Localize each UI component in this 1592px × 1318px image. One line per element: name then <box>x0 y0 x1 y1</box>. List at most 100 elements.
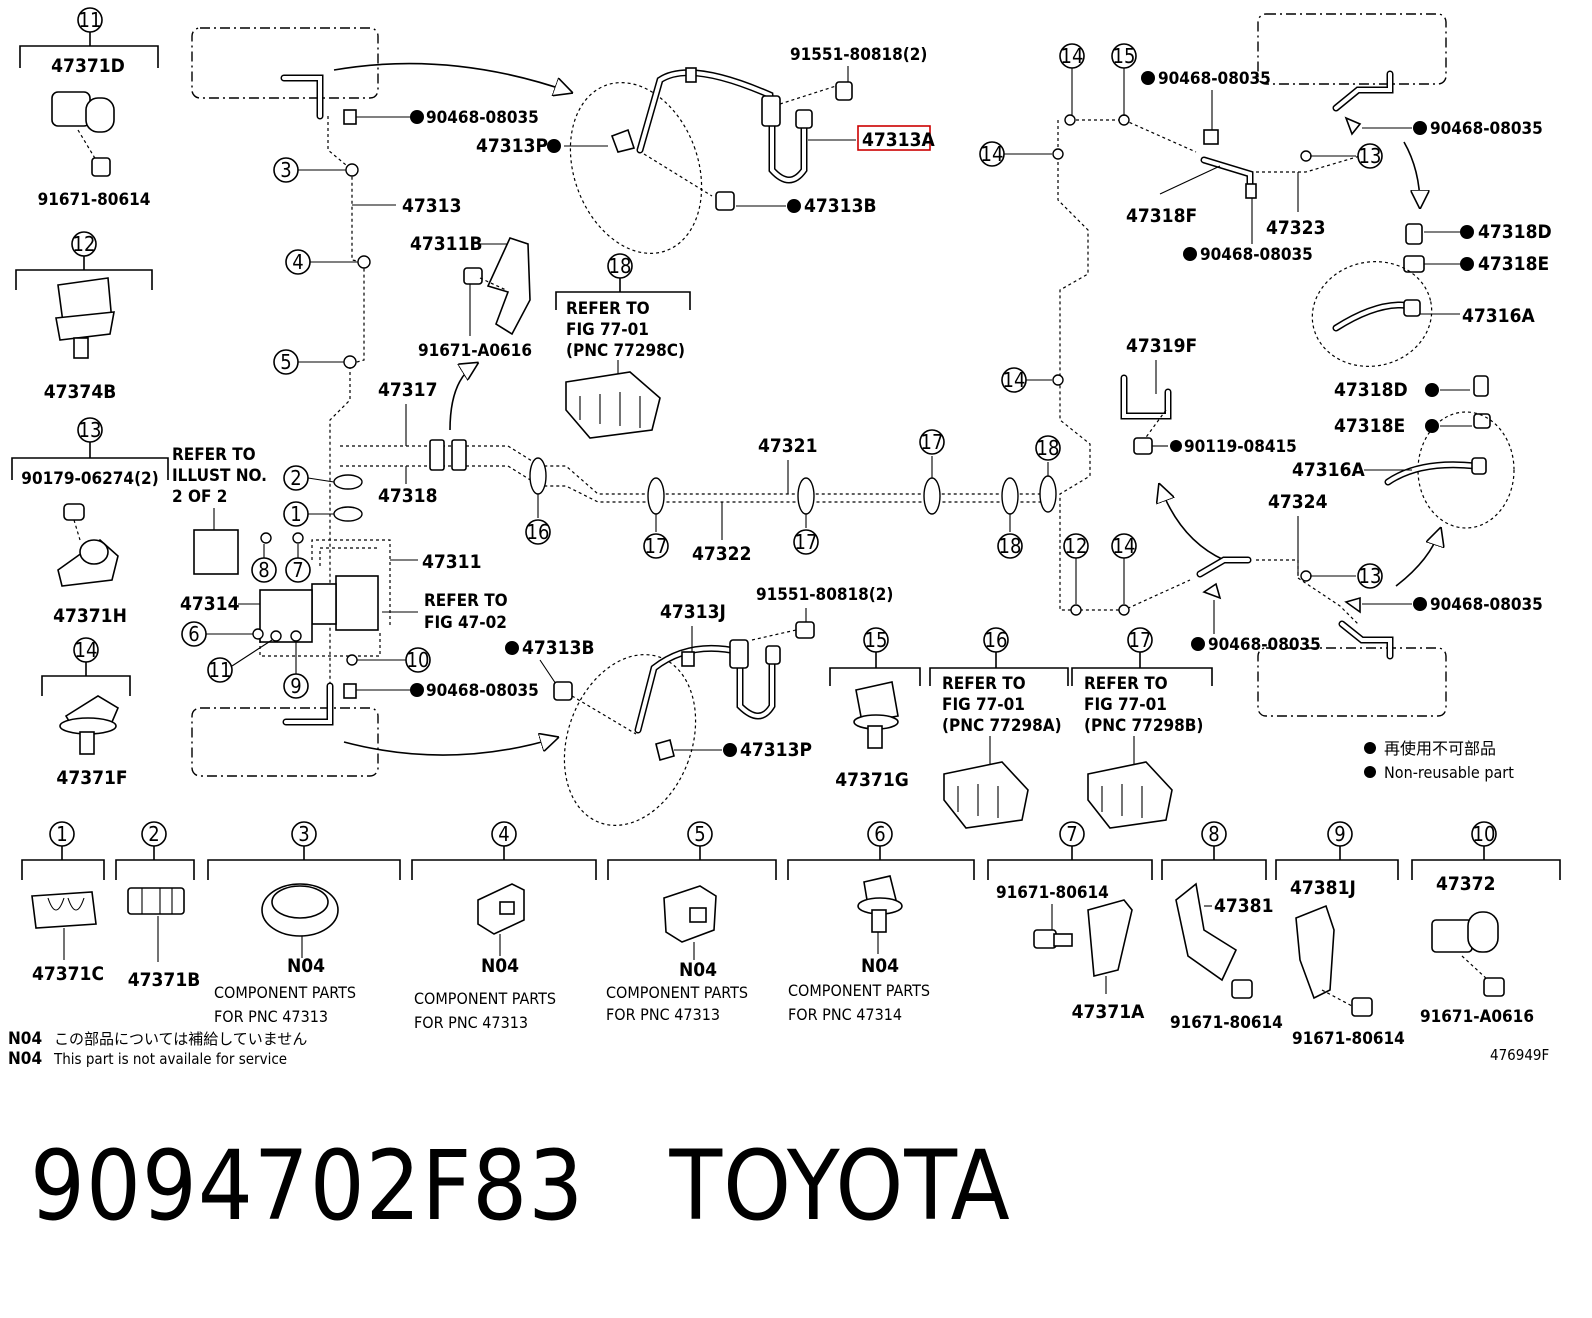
legend: 再使用不可部品 Non-reusable part <box>1364 739 1514 782</box>
part-47322: 47322 <box>692 543 751 565</box>
part-47374B: 47374B <box>44 381 117 403</box>
svg-text:17: 17 <box>645 534 668 558</box>
svg-text:9: 9 <box>290 674 301 698</box>
svg-text:17: 17 <box>921 430 944 454</box>
svg-text:18: 18 <box>999 534 1022 558</box>
svg-text:REFER TO: REFER TO <box>172 445 256 465</box>
svg-text:16: 16 <box>985 628 1008 652</box>
svg-text:FOR PNC 47314: FOR PNC 47314 <box>788 1005 902 1024</box>
group-14: 14 47371F <box>41 637 131 789</box>
part-47372: 47372 <box>1436 873 1495 895</box>
svg-text:8: 8 <box>258 558 269 582</box>
part-91671-80614-b8: 91671-80614 <box>1170 1013 1283 1033</box>
part-90179-06274: 90179-06274(2) <box>21 469 158 489</box>
part-47318F: 47318F <box>1126 205 1197 227</box>
svg-text:COMPONENT PARTS: COMPONENT PARTS <box>606 983 748 1002</box>
part-47313B-mid: 47313B <box>522 637 595 659</box>
svg-text:7: 7 <box>1066 822 1077 846</box>
svg-text:14: 14 <box>1113 534 1136 558</box>
part-47381: 47381 <box>1214 895 1273 917</box>
group-16: 16 REFER TO FIG 77-01 (PNC 77298A) <box>929 627 1069 829</box>
svg-text:11: 11 <box>209 658 232 682</box>
svg-text:3: 3 <box>298 822 309 846</box>
svg-text:5: 5 <box>694 822 705 846</box>
svg-text:12: 12 <box>1065 534 1088 558</box>
svg-text:17: 17 <box>1129 628 1152 652</box>
group-13: 13 90179-06274(2) 47371H <box>11 417 169 627</box>
svg-text:9: 9 <box>1334 822 1345 846</box>
svg-text:FIG 77-01: FIG 77-01 <box>942 695 1025 715</box>
svg-text:3: 3 <box>280 158 291 182</box>
svg-text:FOR PNC 47313: FOR PNC 47313 <box>214 1007 328 1026</box>
svg-text:COMPONENT PARTS: COMPONENT PARTS <box>788 981 930 1000</box>
part-47313B-top: 47313B <box>804 195 877 217</box>
part-91551-80818: 91551-80818(2) <box>790 45 927 65</box>
svg-text:18: 18 <box>609 254 632 278</box>
part-47311: 47311 <box>422 551 481 573</box>
svg-text:17: 17 <box>795 530 818 554</box>
svg-text:2 OF 2: 2 OF 2 <box>172 487 227 507</box>
group-11: 11 47371D 91671-80614 <box>19 7 159 210</box>
svg-text:N04: N04 <box>679 959 717 981</box>
svg-text:N04: N04 <box>8 1029 42 1049</box>
part-47321: 47321 <box>758 435 817 457</box>
part-91671-80614-b9: 91671-80614 <box>1292 1029 1405 1049</box>
svg-text:4: 4 <box>292 250 303 274</box>
part-91671-80614-b7: 91671-80614 <box>996 883 1109 903</box>
bottom-9: 9 47381J 91671-80614 <box>1275 821 1405 1049</box>
part-47318: 47318 <box>378 485 437 507</box>
note-en: This part is not availale for service <box>53 1050 287 1068</box>
svg-text:FIG 77-01: FIG 77-01 <box>566 320 649 340</box>
svg-text:2: 2 <box>290 466 301 490</box>
part-47311B: 47311B <box>410 233 483 255</box>
part-47313P-top: 47313P <box>476 135 548 157</box>
legend-en: Non-reusable part <box>1384 763 1514 782</box>
svg-text:1: 1 <box>290 502 301 526</box>
bottom-2: 2 47371B <box>115 821 201 991</box>
part-47324: 47324 <box>1268 491 1328 513</box>
svg-text:N04: N04 <box>861 955 899 977</box>
note-jp: この部品については補給していません <box>54 1030 307 1048</box>
svg-text:10: 10 <box>407 648 430 672</box>
part-90468-08035-tr3: 90468-08035 <box>1200 245 1313 265</box>
part-47318D-1: 47318D <box>1478 221 1552 243</box>
bottom-5: 5 N04 COMPONENT PARTS FOR PNC 47313 <box>606 821 777 1024</box>
bottom-7: 7 91671-80614 47371A <box>987 821 1153 1023</box>
bottom-1: 1 47371C <box>21 821 105 985</box>
svg-text:(PNC 77298C): (PNC 77298C) <box>566 341 685 361</box>
bottom-3: 3 N04 COMPONENT PARTS FOR PNC 47313 <box>207 821 401 1026</box>
svg-text:REFER TO: REFER TO <box>942 674 1026 694</box>
part-90468-08035-br2: 90468-08035 <box>1208 635 1321 655</box>
svg-text:(PNC 77298A): (PNC 77298A) <box>942 716 1062 736</box>
svg-text:N04: N04 <box>287 955 325 977</box>
bottom-4: 4 N04 COMPONENT PARTS FOR PNC 47313 <box>411 821 597 1032</box>
part-91551-80818-mid: 91551-80818(2) <box>756 585 893 605</box>
svg-text:10: 10 <box>1473 822 1496 846</box>
group-12: 12 47374B <box>15 231 153 403</box>
part-47371F: 47371F <box>56 767 127 789</box>
bottom-10: 10 47372 91671-A0616 <box>1411 821 1561 1027</box>
footer-brand: TOYOTA <box>669 1130 1011 1242</box>
group-17: 17 REFER TO FIG 77-01 (PNC 77298B) <box>1071 627 1213 829</box>
svg-text:FIG 47-02: FIG 47-02 <box>424 613 507 633</box>
part-47314: 47314 <box>180 593 240 615</box>
notes: N04 この部品については補給していません N04 This part is n… <box>8 1029 307 1069</box>
part-47316A-2: 47316A <box>1292 459 1365 481</box>
detail-box-top-right <box>1257 13 1447 85</box>
svg-text:ILLUST NO.: ILLUST NO. <box>172 466 267 486</box>
figure-id: 476949F <box>1490 1046 1549 1064</box>
part-47371D: 47371D <box>51 55 125 77</box>
svg-text:12: 12 <box>73 232 96 256</box>
part-47313J: 47313J <box>660 601 726 623</box>
svg-text:FOR PNC 47313: FOR PNC 47313 <box>606 1005 720 1024</box>
svg-text:COMPONENT PARTS: COMPONENT PARTS <box>214 983 356 1002</box>
part-47381J: 47381J <box>1290 877 1356 899</box>
part-47371B: 47371B <box>128 969 201 991</box>
part-90468-08035: 90468-08035 <box>426 108 539 128</box>
part-47323: 47323 <box>1266 217 1325 239</box>
part-90468-08035-mid: 90468-08035 <box>426 681 539 701</box>
svg-text:(PNC 77298B): (PNC 77298B) <box>1084 716 1203 736</box>
part-91671-A0616-b10: 91671-A0616 <box>1420 1007 1534 1027</box>
part-47318E-1: 47318E <box>1478 253 1549 275</box>
